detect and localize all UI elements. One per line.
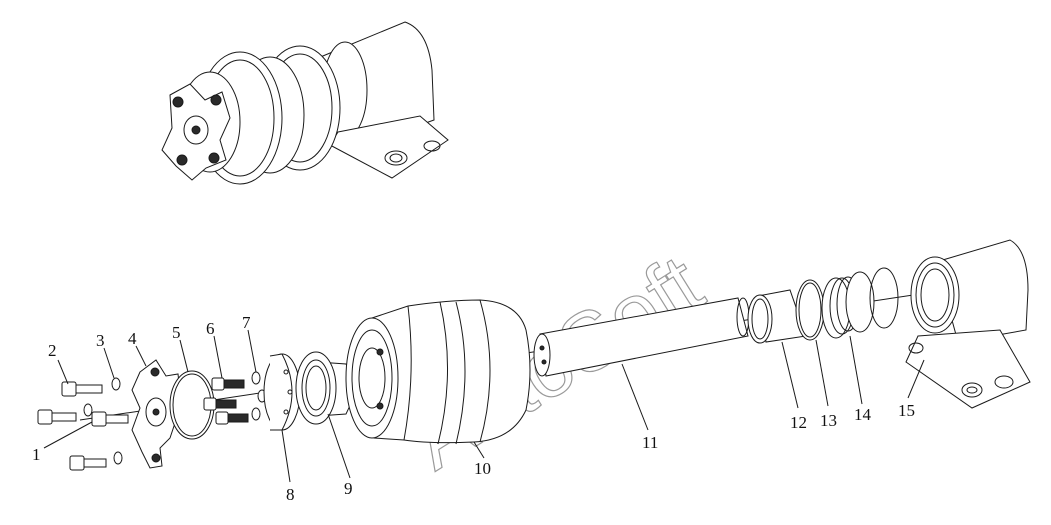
- bracket-housing: [905, 239, 1031, 409]
- callout-15: 15: [898, 401, 915, 420]
- bolt-upper: [61, 381, 103, 397]
- seal-cup: [295, 351, 354, 425]
- callout-8: 8: [286, 485, 295, 504]
- callout-9: 9: [344, 479, 353, 498]
- shaft: [533, 297, 750, 377]
- leader-lines: [43, 329, 925, 483]
- bolt-mid: [37, 409, 77, 425]
- callout-13: 13: [820, 411, 837, 430]
- assembled-roller: [161, 21, 449, 185]
- retaining-plate: [263, 353, 301, 431]
- seal-assembly: [821, 267, 899, 339]
- bolt-group-right: [203, 377, 249, 425]
- callout-14: 14: [854, 405, 872, 424]
- bolt-mid-2: [91, 411, 129, 427]
- bolt-lower: [69, 455, 107, 471]
- callout-1: 1: [32, 445, 41, 464]
- callout-5: 5: [172, 323, 181, 342]
- callout-2: 2: [48, 341, 57, 360]
- callout-12: 12: [790, 413, 807, 432]
- ring: [795, 279, 825, 341]
- callout-3: 3: [96, 331, 105, 350]
- callout-labels: 1 2 3 4 5 6 7 8 9 10 11 12 13 14 15: [32, 313, 915, 504]
- bushing: [747, 289, 807, 344]
- callout-4: 4: [128, 329, 137, 348]
- callout-6: 6: [206, 319, 215, 338]
- bolt-group-left: [37, 381, 129, 471]
- end-cap-plate: [131, 359, 181, 469]
- callout-10: 10: [474, 459, 491, 478]
- washer-group-left: [83, 377, 123, 465]
- callout-11: 11: [642, 433, 658, 452]
- callout-7: 7: [242, 313, 251, 332]
- roller-body: [345, 299, 531, 445]
